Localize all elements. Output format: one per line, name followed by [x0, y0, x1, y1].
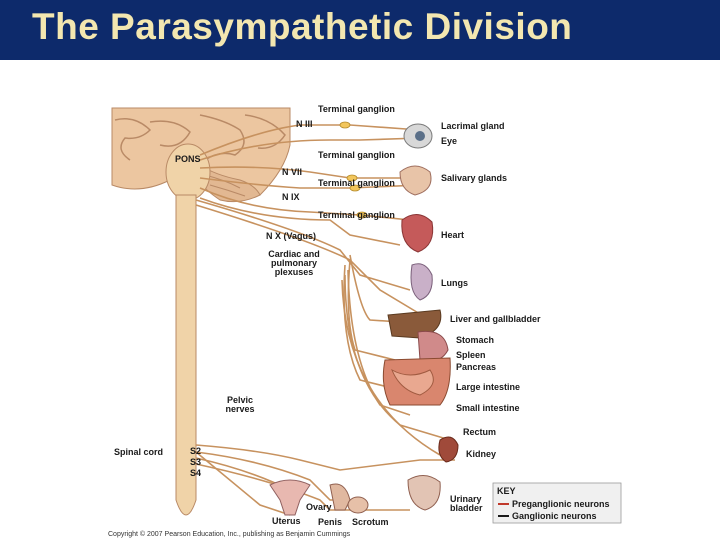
brain-illustration [111, 107, 291, 203]
label-cardiac-3: plexuses [275, 267, 314, 277]
label-s4: S4 [190, 468, 201, 478]
terminal-ganglia [339, 121, 368, 219]
label-n3: N III [296, 119, 313, 129]
label-pancreas: Pancreas [456, 362, 496, 372]
label-penis: Penis [318, 517, 342, 527]
bladder-organ [407, 475, 441, 511]
label-s3: S3 [190, 457, 201, 467]
label-uterus: Uterus [272, 516, 301, 526]
label-large-intestine: Large intestine [456, 382, 520, 392]
heart-organ [401, 214, 434, 253]
label-kidney: Kidney [466, 449, 496, 459]
scrotum-organ [347, 496, 369, 514]
copyright: Copyright © 2007 Pearson Education, Inc.… [108, 530, 351, 538]
label-pelvic-1: Pelvic [227, 395, 253, 405]
label-n9: N IX [282, 192, 300, 202]
nerve-paths [195, 124, 455, 516]
label-rectum: Rectum [463, 427, 496, 437]
title-bar [0, 0, 720, 60]
label-cardiac-2: pulmonary [271, 258, 317, 268]
key-ganglionic-label: Ganglionic neurons [512, 511, 597, 521]
slide-title: The Parasympathetic Division [32, 6, 573, 47]
stomach-organ [417, 330, 449, 362]
label-terminal-ganglion-4: Terminal ganglion [318, 210, 395, 220]
label-terminal-ganglion-2: Terminal ganglion [318, 150, 395, 160]
label-cardiac-1: Cardiac and [268, 249, 320, 259]
key-box: KEY Preganglionic neurons Ganglionic neu… [492, 482, 622, 524]
label-heart: Heart [441, 230, 464, 240]
label-salivary: Salivary glands [441, 173, 507, 183]
label-eye: Eye [441, 136, 457, 146]
label-urinary-2: bladder [450, 503, 483, 513]
label-urinary-1: Urinary [450, 494, 482, 504]
parasympathetic-diagram: Terminal ganglion N III Terminal ganglio… [108, 104, 622, 538]
label-ovary: Ovary [306, 502, 332, 512]
label-small-intestine: Small intestine [456, 403, 520, 413]
label-n10: N X (Vagus) [266, 231, 316, 241]
label-scrotum: Scrotum [352, 517, 389, 527]
label-liver: Liver and gallbladder [450, 314, 541, 324]
spinal-cord-shape [175, 194, 197, 516]
salivary-gland-organ [399, 165, 432, 196]
label-spinal-cord: Spinal cord [114, 447, 163, 457]
kidney-organ [438, 436, 459, 463]
label-spleen: Spleen [456, 350, 486, 360]
small-intestine-organ [391, 368, 434, 396]
label-terminal-ganglion-3: Terminal ganglion [318, 178, 395, 188]
label-s2: S2 [190, 446, 201, 456]
uterus-organ [269, 479, 311, 516]
label-stomach: Stomach [456, 335, 494, 345]
key-preganglionic-label: Preganglionic neurons [512, 499, 610, 509]
penis-organ [329, 483, 351, 511]
label-pons: PONS [175, 154, 201, 164]
label-pelvic-2: nerves [225, 404, 254, 414]
lungs-organ [410, 263, 433, 301]
label-lacrimal: Lacrimal gland [441, 121, 505, 131]
label-n7: N VII [282, 167, 302, 177]
organs [269, 123, 459, 516]
label-terminal-ganglion-1: Terminal ganglion [318, 104, 395, 114]
label-lungs: Lungs [441, 278, 468, 288]
key-title: KEY [497, 486, 516, 496]
eye-iris [415, 131, 425, 141]
